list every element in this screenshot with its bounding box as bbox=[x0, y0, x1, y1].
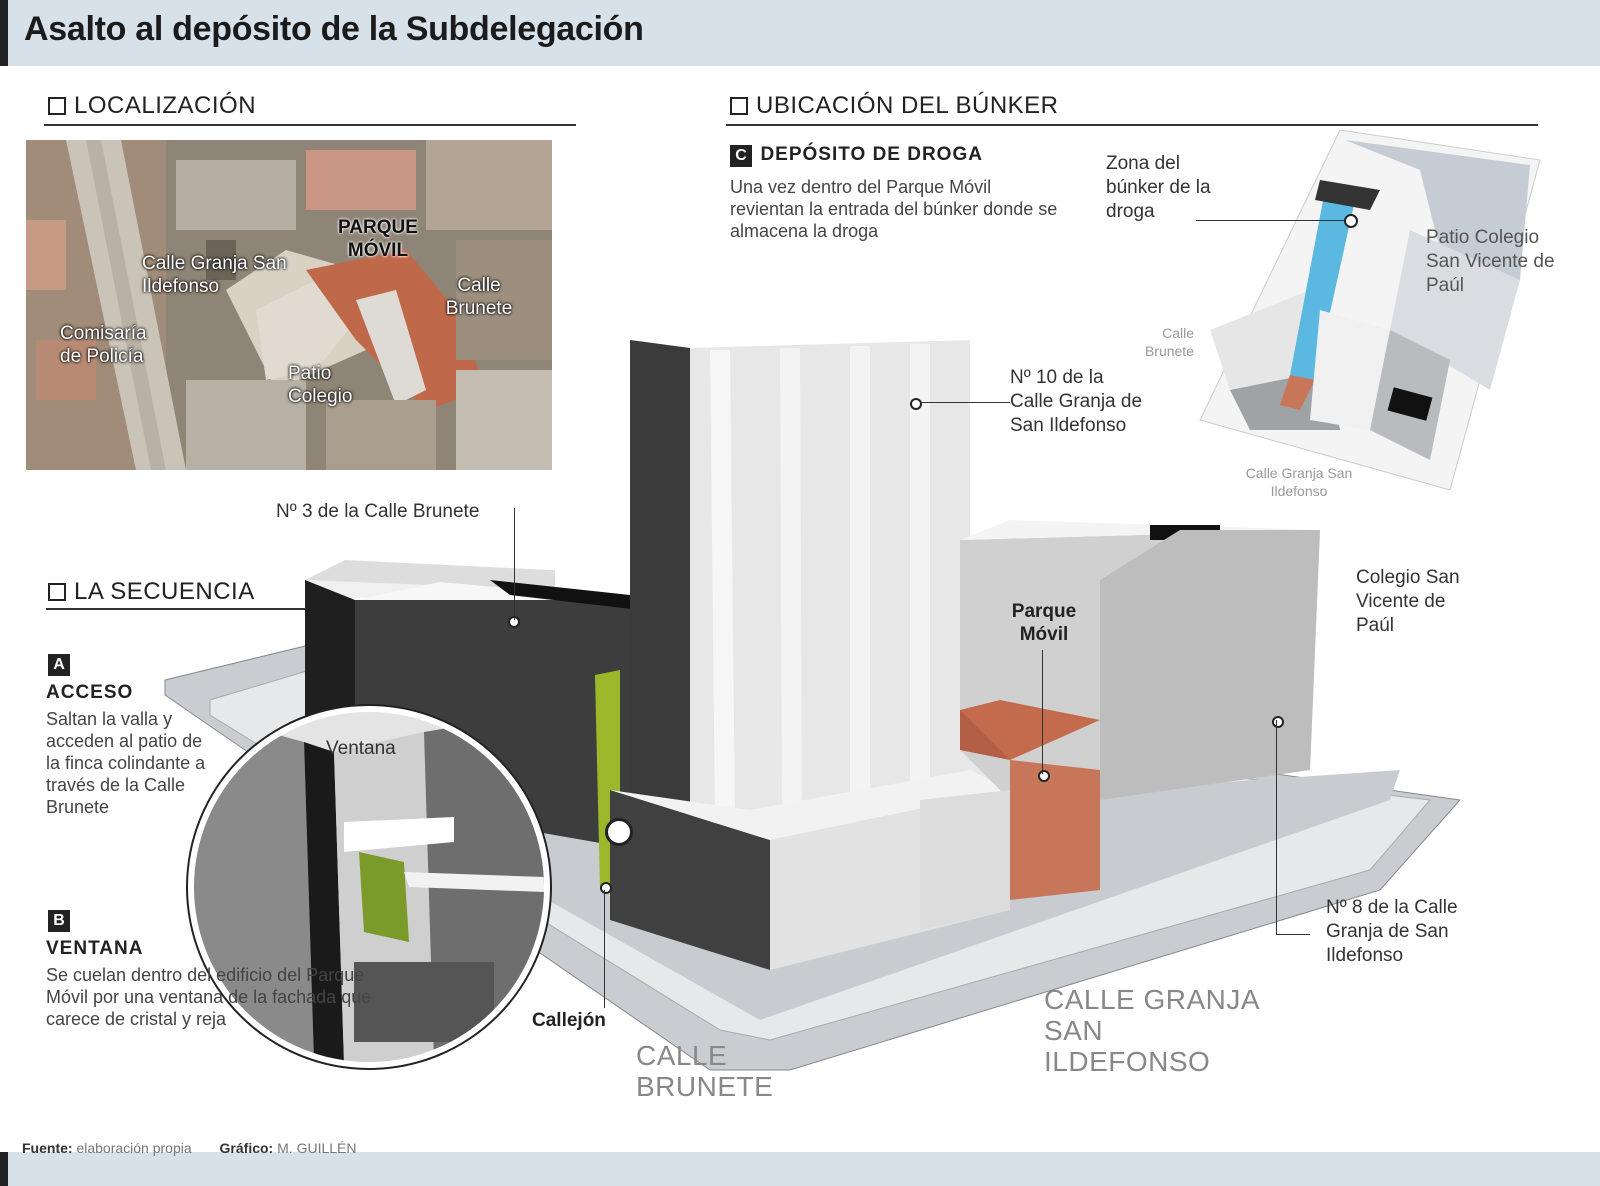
street-label-granja: CALLE GRANJA SAN ILDEFONSO bbox=[1044, 984, 1259, 1077]
footer-grafico-label: Gráfico: bbox=[219, 1140, 274, 1156]
step-a-text: Saltan la valla y acceden al patio de la… bbox=[46, 709, 206, 817]
section-localizacion: LOCALIZACIÓN bbox=[48, 92, 256, 120]
checkbox-square-icon bbox=[730, 97, 748, 115]
leader-line bbox=[920, 402, 1010, 403]
footer-fuente-label: Fuente: bbox=[22, 1140, 73, 1156]
main-3d-diagram bbox=[150, 330, 1470, 1090]
label-parque-movil: Parque Móvil bbox=[1011, 601, 1077, 645]
step-a: A bbox=[48, 654, 70, 676]
label-ventana: Ventana bbox=[326, 738, 396, 759]
label-n8: Nº 8 de la Calle Granja de San Ildefonso bbox=[1326, 897, 1458, 966]
label-callejon: Callejón bbox=[532, 1010, 606, 1031]
ventana-zoom-circle bbox=[188, 706, 550, 1068]
step-b-heading: VENTANA bbox=[46, 938, 144, 959]
page-title: Asalto al depósito de la Subdelegación bbox=[24, 10, 644, 48]
bunker-inset bbox=[1190, 129, 1560, 500]
step-letter-b: B bbox=[48, 910, 70, 932]
label-n10: Nº 10 de la Calle Granja de San Ildefons… bbox=[1010, 367, 1143, 436]
aerial-map-image bbox=[26, 140, 552, 470]
step-b: B bbox=[48, 910, 70, 932]
leader-line bbox=[514, 508, 515, 620]
map-label-patio-colegio: Patio Colegio bbox=[288, 363, 353, 407]
map-label-parque-movil: PARQUE MÓVIL bbox=[338, 217, 418, 261]
step-b-text: Se cuelan dentro del edificio del Parque… bbox=[46, 965, 372, 1029]
leader-line bbox=[1276, 934, 1310, 935]
step-a-heading: ACCESO bbox=[46, 682, 134, 703]
section-secuencia: LA SECUENCIA bbox=[48, 578, 255, 606]
deposito-heading: DEPÓSITO DE DROGA bbox=[760, 144, 983, 165]
inset-label-granja: Calle Granja San Ildefonso bbox=[1245, 465, 1353, 499]
section-localizacion-label: LOCALIZACIÓN bbox=[74, 92, 257, 119]
pointer-circle-icon bbox=[1272, 716, 1284, 728]
ventana-zoom-drawing bbox=[194, 712, 544, 1062]
pointer-circle-icon bbox=[910, 398, 922, 410]
pointer-circle-icon bbox=[1038, 770, 1050, 782]
leader-line bbox=[1196, 220, 1346, 221]
aerial-map: PARQUE MÓVIL Calle Granja San Ildefonso … bbox=[26, 140, 552, 470]
title-bar bbox=[0, 0, 1600, 66]
inset-label-brunete: Calle Brunete bbox=[1144, 325, 1194, 359]
footer-credits: Fuente: elaboración propia Gráfico: M. G… bbox=[22, 1140, 356, 1156]
label-colegio: Colegio San Vicente de Paúl bbox=[1356, 567, 1460, 636]
leader-line bbox=[1042, 650, 1043, 774]
step-letter-c: C bbox=[730, 145, 752, 167]
map-label-comisaria: Comisaría de Policía bbox=[60, 323, 147, 367]
pointer-circle-icon bbox=[1344, 214, 1358, 228]
label-n3: Nº 3 de la Calle Brunete bbox=[276, 501, 480, 522]
bunker-inset-drawing bbox=[1199, 129, 1541, 491]
leader-line bbox=[604, 890, 605, 1008]
footer-bar bbox=[0, 1152, 1600, 1186]
label-zona-bunker: Zona del búnker de la droga bbox=[1106, 153, 1211, 222]
checkbox-square-icon bbox=[48, 97, 66, 115]
section-rule bbox=[46, 608, 306, 610]
deposito-heading-row: C DEPÓSITO DE DROGA bbox=[730, 144, 983, 167]
map-label-calle-brunete: Calle Brunete bbox=[445, 275, 513, 319]
street-label-brunete: CALLE BRUNETE bbox=[636, 1040, 774, 1102]
section-ubicacion-label: UBICACIÓN DEL BÚNKER bbox=[756, 92, 1059, 119]
leader-line bbox=[1276, 720, 1277, 934]
pointer-circle-icon bbox=[600, 882, 612, 894]
deposito-text: Una vez dentro del Parque Móvil revienta… bbox=[730, 177, 1058, 241]
map-label-calle-granja: Calle Granja San Ildefonso bbox=[142, 253, 287, 297]
buildings-drawing bbox=[164, 340, 1461, 1071]
zoom-anchor-circle-icon bbox=[605, 818, 633, 846]
footer-fuente-value: elaboración propia bbox=[76, 1140, 192, 1156]
step-letter-a: A bbox=[48, 654, 70, 676]
section-rule bbox=[726, 124, 1538, 126]
footer-grafico-value: M. GUILLÉN bbox=[277, 1140, 357, 1156]
section-ubicacion: UBICACIÓN DEL BÚNKER bbox=[730, 92, 1059, 120]
checkbox-square-icon bbox=[48, 583, 66, 601]
inset-label-patio: Patio Colegio San Vicente de Paúl bbox=[1426, 227, 1555, 296]
section-rule bbox=[44, 124, 576, 126]
section-secuencia-label: LA SECUENCIA bbox=[74, 578, 255, 605]
